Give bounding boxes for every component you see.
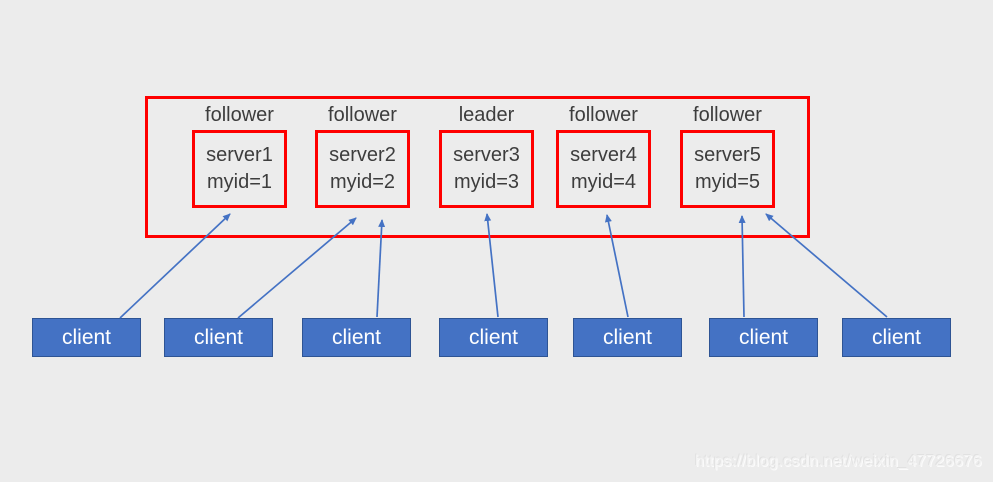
- server-name: server3: [453, 144, 520, 166]
- server-role-label: follower: [693, 104, 762, 126]
- client-label: client: [738, 326, 789, 349]
- client-node: client: [32, 318, 141, 357]
- server-myid: myid=4: [570, 171, 637, 193]
- client-label: client: [602, 326, 653, 349]
- client-label: client: [871, 326, 922, 349]
- watermark-text: https://blog.csdn.net/weixin_47726676: [695, 453, 982, 470]
- server-role-label: follower: [205, 104, 274, 126]
- client-node: client: [164, 318, 273, 357]
- server-node: server3 myid=3: [439, 130, 534, 208]
- server-myid: myid=1: [206, 171, 273, 193]
- server-node: server5 myid=5: [680, 130, 775, 208]
- client-label: client: [331, 326, 382, 349]
- server-role-label: follower: [328, 104, 397, 126]
- cluster-boundary: [145, 96, 810, 238]
- client-label: client: [193, 326, 244, 349]
- client-node: client: [709, 318, 818, 357]
- client-node: client: [302, 318, 411, 357]
- server-name: server2: [329, 144, 396, 166]
- server-name: server5: [694, 144, 761, 166]
- client-label: client: [468, 326, 519, 349]
- server-node: server1 myid=1: [192, 130, 287, 208]
- server-role-label: follower: [569, 104, 638, 126]
- server-myid: myid=2: [329, 171, 396, 193]
- server-myid: myid=3: [453, 171, 520, 193]
- client-node: client: [439, 318, 548, 357]
- client-label: client: [61, 326, 112, 349]
- server-myid: myid=5: [694, 171, 761, 193]
- server-node: server2 myid=2: [315, 130, 410, 208]
- client-node: client: [842, 318, 951, 357]
- server-role-label: leader: [458, 104, 515, 126]
- client-node: client: [573, 318, 682, 357]
- server-name: server4: [570, 144, 637, 166]
- server-node: server4 myid=4: [556, 130, 651, 208]
- server-name: server1: [206, 144, 273, 166]
